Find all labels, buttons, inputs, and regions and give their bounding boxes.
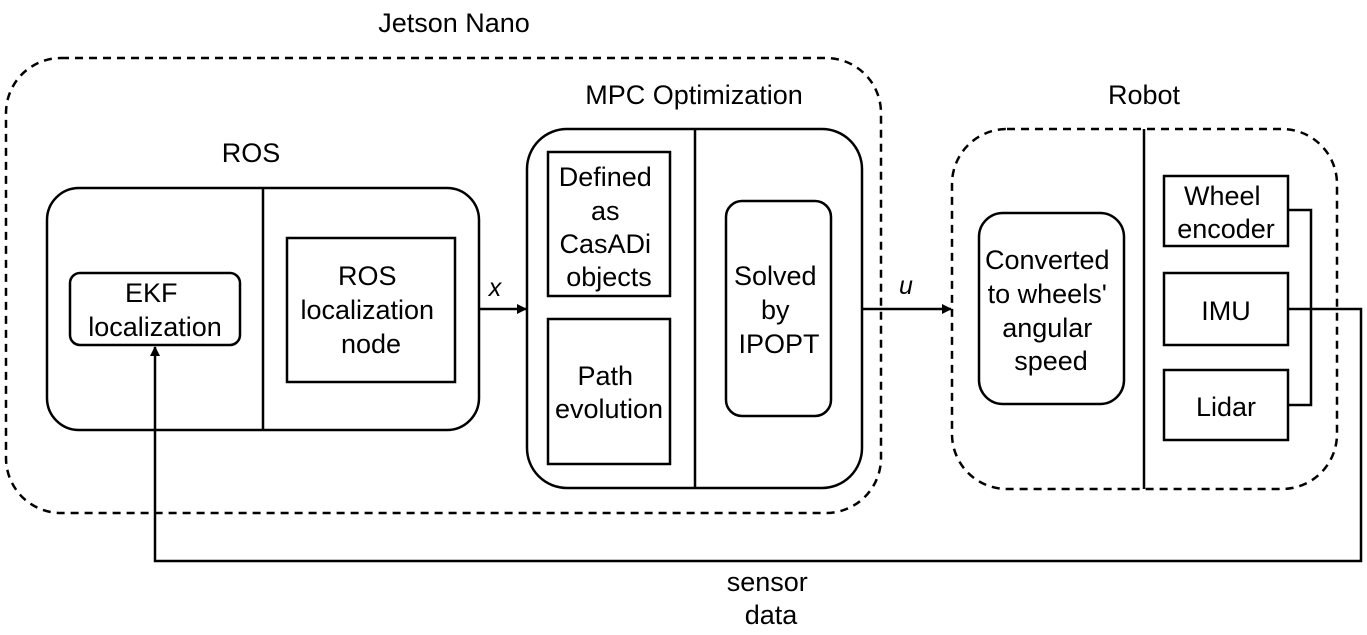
jetson-nano-container [4, 56, 883, 515]
ros-localization-node-text: ROS localization node [300, 261, 441, 359]
path-evolution-box [546, 317, 672, 466]
sensor-bus-line [1288, 208, 1313, 407]
x-label: x [488, 274, 503, 302]
ipopt-solver-box [724, 199, 833, 418]
ekf-localization-box [68, 271, 242, 347]
wheel-encoder-box [1162, 174, 1290, 248]
path-evolution-text: Path evolution [555, 361, 663, 424]
imu-text: IMU [1201, 296, 1251, 326]
sensor-feedback-arrow [150, 307, 1363, 563]
lidar-text: Lidar [1196, 392, 1256, 422]
ros-localization-node-box [285, 236, 457, 384]
converter-text: Converted to wheels' angular speed [985, 245, 1117, 376]
ekf-localization-text: EKF localization [88, 278, 222, 342]
jetson-nano-label: Jetson Nano [378, 8, 530, 38]
ipopt-solver-text: Solved by IPOPT [734, 261, 824, 359]
robot-container [950, 127, 1339, 491]
u-label: u [899, 272, 913, 300]
lidar-box [1162, 368, 1290, 442]
wheel-encoder-text: Wheel encoder [1177, 181, 1275, 244]
mpc-group-label: MPC Optimization [585, 80, 803, 110]
sensor-data-label: sensor data [727, 567, 816, 630]
imu-box [1162, 271, 1290, 347]
casadi-objects-text: Defined as CasADi objects [559, 162, 660, 292]
casadi-objects-box [546, 150, 672, 298]
ros-group-label: ROS [222, 138, 281, 168]
converter-box [977, 211, 1126, 406]
robot-group-label: Robot [1108, 80, 1181, 110]
